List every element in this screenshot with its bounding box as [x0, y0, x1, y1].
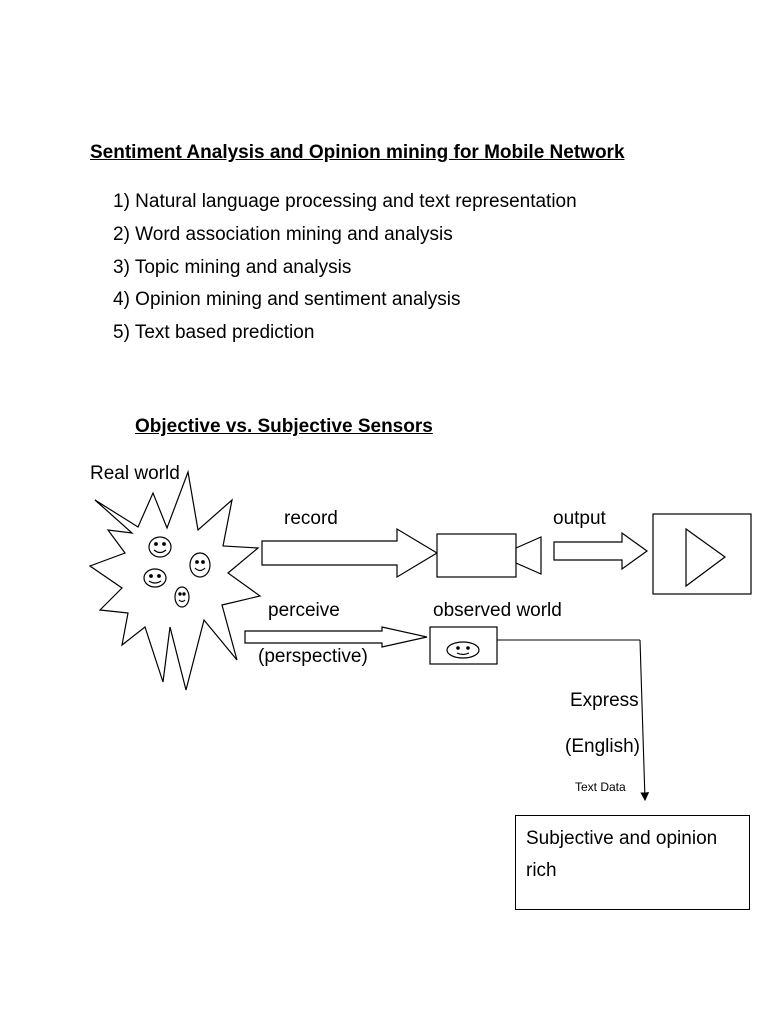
record-arrow-icon — [261, 527, 439, 579]
subjective-opinion-box: Subjective and opinion rich — [515, 815, 750, 910]
topic-item-2: 2) Word association mining and analysis — [113, 223, 453, 245]
video-camera-icon — [436, 533, 542, 578]
starburst-icon — [88, 469, 262, 691]
perceive-arrow-icon — [244, 626, 428, 648]
observed-world-label: observed world — [433, 600, 562, 621]
real-world-label: Real world — [90, 463, 180, 484]
smiley-face-icon — [148, 536, 172, 558]
output-label: output — [553, 508, 606, 529]
english-label: (English) — [565, 736, 640, 757]
diagram-heading: Objective vs. Subjective Sensors — [135, 416, 433, 437]
perceive-label: perceive — [268, 600, 340, 621]
smiley-face-icon — [174, 586, 190, 608]
play-icon — [652, 513, 752, 595]
smiley-face-icon — [143, 568, 167, 588]
topic-list: 1) Natural language processing and text … — [113, 186, 577, 350]
perspective-label: (perspective) — [258, 646, 368, 667]
record-label: record — [284, 508, 338, 529]
document-title: Sentiment Analysis and Opinion mining fo… — [90, 142, 625, 163]
output-arrow-icon — [553, 531, 649, 571]
smiley-face-icon — [189, 552, 211, 578]
observed-world-box — [429, 626, 498, 665]
topic-item-1: 1) Natural language processing and text … — [113, 191, 577, 212]
topic-item-3: 3) Topic mining and analysis — [113, 256, 352, 278]
express-label: Express — [570, 690, 639, 711]
topic-item-5: 5) Text based prediction — [113, 322, 315, 344]
text-data-label: Text Data — [575, 780, 626, 794]
topic-item-4: 4) Opinion mining and sentiment analysis — [113, 289, 461, 311]
express-connector-arrow — [497, 639, 650, 802]
